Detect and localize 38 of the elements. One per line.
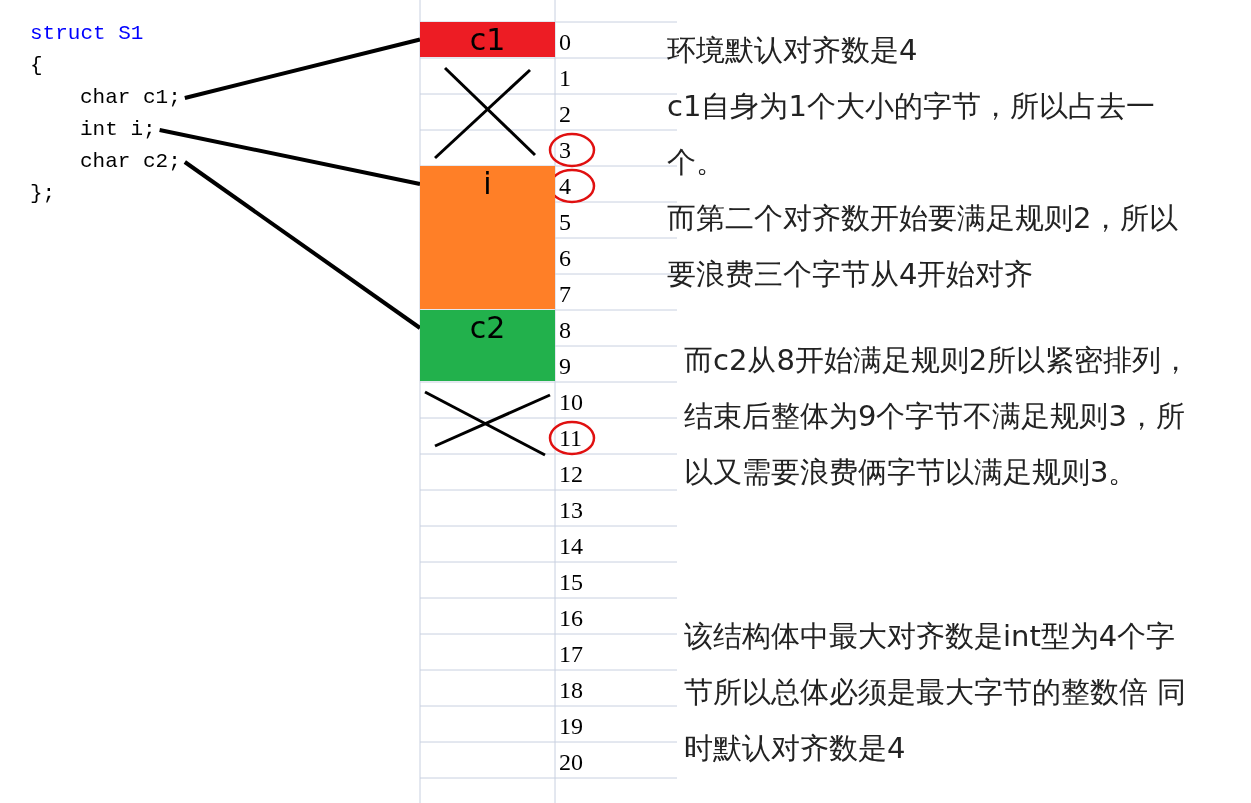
byte-offset: 3 [559,136,571,165]
leader-line [183,160,422,330]
byte-offset: 2 [559,100,571,129]
byte-offset: 11 [559,424,583,453]
byte-offset: 1 [559,64,571,93]
byte-offset: 7 [559,280,571,309]
byte-offset: 10 [559,388,583,417]
byte-offset: 20 [559,748,583,777]
byte-offset: 8 [559,316,571,345]
memory-cell: c2 [420,310,555,381]
byte-offset: 15 [559,568,583,597]
code-line: char c1; [80,86,181,110]
note-text: 环境默认对齐数是4 [667,32,919,69]
byte-offset: 9 [559,352,571,381]
note-text: c1自身为1个大小的字节，所以占去一个。 [667,88,1156,181]
byte-offset: 14 [559,532,583,561]
byte-offset: 17 [559,640,583,669]
code-line: char c2; [80,150,181,174]
code-line: { [30,54,43,78]
code-line: }; [30,182,56,206]
byte-offset: 4 [559,172,571,201]
byte-offset: 13 [559,496,583,525]
byte-offset: 16 [559,604,583,633]
memory-cell: c1 [420,22,555,57]
byte-offset: 5 [559,208,571,237]
code-line: int i; [80,118,156,142]
byte-offset: 12 [559,460,583,489]
byte-offset: 6 [559,244,571,273]
note-text: 而第二个对齐数开始要满足规则2，所以要浪费三个字节从4开始对齐 [667,200,1180,293]
byte-offset: 19 [559,712,583,741]
leader-line [184,37,421,100]
code-line: struct S1 [30,22,144,46]
note-text: 而c2从8开始满足规则2所以紧密排列，结束后整体为9个字节不满足规则3，所以又需要浪费俩字节以满足规则3。 [684,342,1192,491]
note-text: 该结构体中最大对齐数是int型为4个字节所以总体必须是最大字节的整数倍 同时默认对齐数是4 [684,618,1188,767]
memory-cell: i [420,166,555,309]
byte-offset: 0 [559,28,571,57]
byte-offset: 18 [559,676,583,705]
leader-line [159,128,421,186]
